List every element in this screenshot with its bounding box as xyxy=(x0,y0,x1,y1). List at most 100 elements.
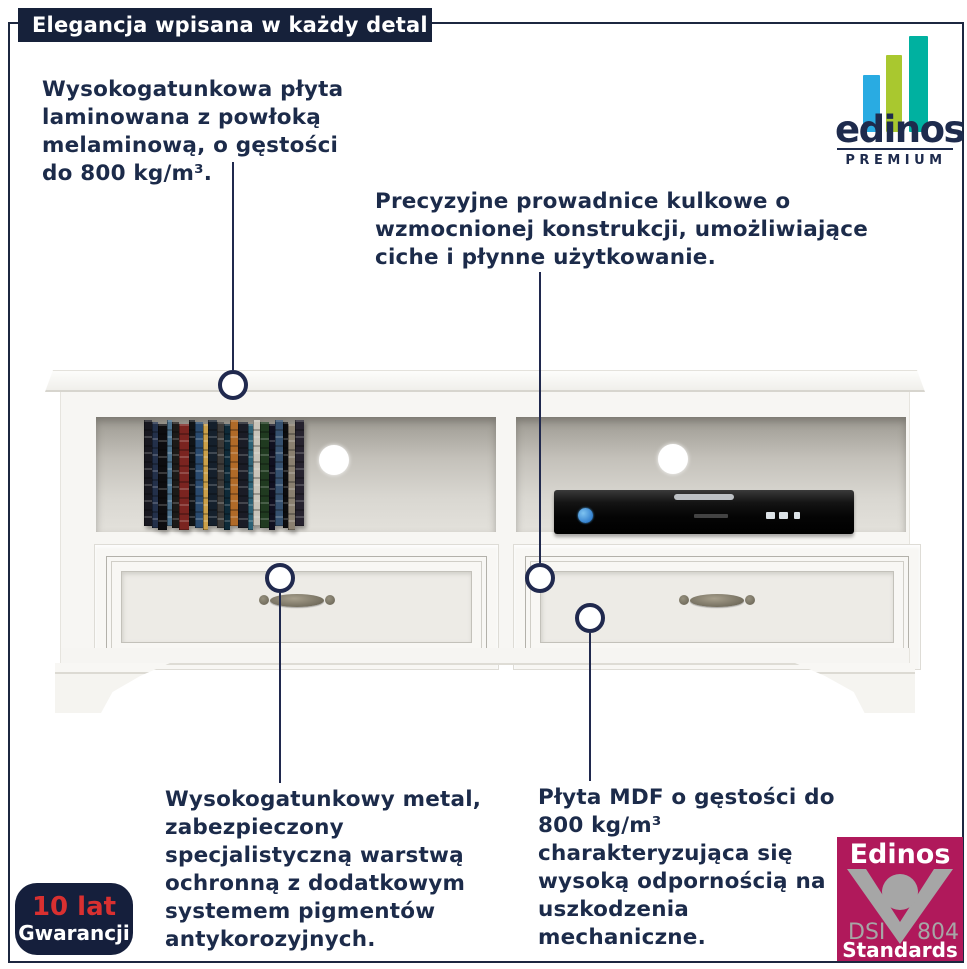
dvd-spine xyxy=(224,424,230,530)
callout-line-laminate xyxy=(232,162,234,370)
handle-knob xyxy=(259,595,269,605)
text-line: wysoką odpornością na xyxy=(538,869,826,894)
player-brand-label xyxy=(694,514,728,518)
dvd-spine xyxy=(295,420,304,526)
cable-hole-left xyxy=(319,445,349,475)
disc-tray xyxy=(674,494,734,500)
dvd-collection xyxy=(144,420,316,532)
foot-right xyxy=(795,663,915,713)
dvd-spine xyxy=(248,424,253,530)
text-line: 800 kg/m³ xyxy=(538,813,662,838)
drawer-handle-left xyxy=(259,591,335,609)
text-line: mechaniczne. xyxy=(538,925,706,950)
text-line: Wysokogatunkowy metal, xyxy=(165,787,482,812)
feature-slides-text: Precyzyjne prowadnice kulkowe o wzmocnion… xyxy=(375,188,920,272)
base-rail xyxy=(60,648,910,665)
top-banner: Elegancja wpisana w każdy detal xyxy=(18,8,432,42)
text-line: ochronną z dodatkowym xyxy=(165,871,466,896)
standards-dsi-text: DSI xyxy=(848,920,885,945)
dvd-spine xyxy=(172,422,179,528)
emblem-circle-icon xyxy=(882,874,918,910)
brand-name: edinos xyxy=(835,108,966,151)
text-line: Płyta MDF o gęstości do xyxy=(538,785,835,810)
brand-tier: PREMIUM xyxy=(845,153,947,168)
display-segment xyxy=(766,512,775,519)
text-line: wzmocnionej konstrukcji, umożliwiające xyxy=(375,217,868,242)
text-line: laminowana z powłoką xyxy=(42,105,321,130)
text-line: systemem pigmentów xyxy=(165,899,436,924)
brand-rule-divider xyxy=(837,148,953,150)
warranty-years: 10 lat xyxy=(31,892,117,922)
dvd-spine xyxy=(195,422,203,528)
dvd-spine xyxy=(253,420,260,526)
dvd-spine xyxy=(217,422,224,528)
bar-blue xyxy=(863,75,880,132)
text-line: zabezpieczony xyxy=(165,815,344,840)
foot-left xyxy=(55,663,170,713)
handle-knob xyxy=(679,595,689,605)
page-border xyxy=(8,22,964,963)
callout-line-metal xyxy=(279,593,281,783)
dvd-spine xyxy=(275,420,283,526)
bar-teal xyxy=(909,36,928,132)
top-panel xyxy=(45,370,925,392)
callout-circle-mdf xyxy=(575,603,605,633)
display-segment xyxy=(779,512,788,519)
dvd-spine xyxy=(203,424,208,530)
dvd-spine xyxy=(167,420,172,526)
warranty-label: Gwarancji xyxy=(18,921,130,945)
cabinet-body xyxy=(60,392,921,670)
dvd-spine xyxy=(208,420,217,526)
dvd-spine xyxy=(158,424,167,530)
bluray-player xyxy=(554,490,854,534)
warranty-badge: 10 lat Gwarancji xyxy=(15,883,133,955)
handle-bar xyxy=(270,594,324,607)
checkmark-v-icon xyxy=(847,869,953,944)
dvd-spine xyxy=(152,422,158,528)
handle-knob xyxy=(745,595,755,605)
callout-line-mdf xyxy=(589,633,591,781)
dvd-spine xyxy=(189,420,195,526)
dvd-spine xyxy=(283,422,288,528)
tv-stand-product-image xyxy=(45,370,925,715)
feature-laminate-text: Wysokogatunkowa płyta laminowana z powłok… xyxy=(42,76,382,188)
dvd-spine xyxy=(144,420,152,526)
text-line: ciche i płynne użytkowanie. xyxy=(375,245,716,270)
handle-knob xyxy=(325,595,335,605)
standards-logo-emblem: Edinos DSI 804 Standards xyxy=(837,837,963,962)
text-line: charakteryzująca się xyxy=(538,841,793,866)
foot-cap xyxy=(795,663,915,674)
callout-circle-slides xyxy=(525,563,555,593)
foot-cap xyxy=(55,663,170,674)
dvd-spine xyxy=(269,424,275,530)
drawer-handle-right xyxy=(679,591,755,609)
bluray-logo-icon xyxy=(578,508,593,523)
brand-logo: edinos PREMIUM xyxy=(800,30,966,172)
text-line: specjalistyczną warstwą xyxy=(165,843,464,868)
banner-title: Elegancja wpisana w każdy detal xyxy=(32,13,428,37)
standards-bottom-text: Standards xyxy=(842,938,958,961)
feature-mdf-text: Płyta MDF o gęstości do 800 kg/m³ charakte… xyxy=(538,784,863,952)
standards-brand-text: Edinos xyxy=(850,839,951,870)
text-line: uszkodzenia xyxy=(538,897,689,922)
callout-line-slides xyxy=(539,272,541,563)
text-line: Wysokogatunkowa płyta xyxy=(42,77,344,102)
dvd-spine xyxy=(260,422,269,528)
feature-metal-text: Wysokogatunkowy metal, zabezpieczony specj… xyxy=(165,786,515,954)
drawer-panel xyxy=(121,571,472,643)
standards-804-text: 804 xyxy=(917,920,959,945)
cable-hole-right xyxy=(658,444,688,474)
callout-circle-laminate xyxy=(218,370,248,400)
display-segment xyxy=(794,512,800,519)
bar-lime xyxy=(886,55,902,132)
dvd-spine xyxy=(238,422,248,528)
dvd-spine xyxy=(230,420,238,526)
text-line: melaminową, o gęstości xyxy=(42,133,339,158)
handle-bar xyxy=(690,594,744,607)
callout-circle-metal xyxy=(265,563,295,593)
dvd-spine xyxy=(179,424,189,530)
text-line: Precyzyjne prowadnice kulkowe o xyxy=(375,189,791,214)
dvd-spine xyxy=(288,424,295,530)
text-line: antykorozyjnych. xyxy=(165,927,376,952)
standards-logo: Edinos DSI 804 Standards xyxy=(837,837,963,962)
